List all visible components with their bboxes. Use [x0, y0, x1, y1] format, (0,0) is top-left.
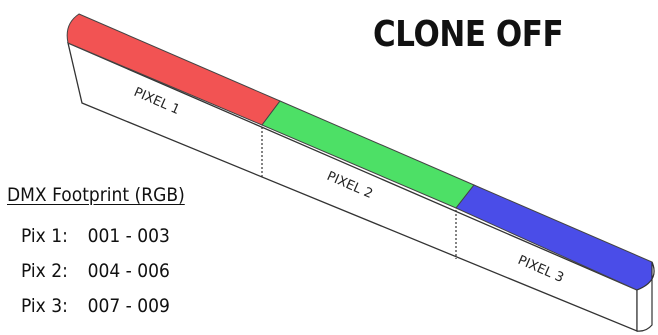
footprint-row: Pix 2: 004 - 006 [21, 260, 170, 282]
footprint-row: Pix 3: 007 - 009 [21, 295, 170, 317]
bar-end-cap [636, 261, 655, 332]
dmx-footprint-heading: DMX Footprint (RGB) [7, 184, 185, 206]
clone-mode-title: CLONE OFF [373, 14, 564, 55]
footprint-row: Pix 1: 001 - 003 [21, 225, 170, 247]
footprint-row-range: 001 - 003 [87, 225, 170, 247]
footprint-row-label: Pix 1: [21, 225, 68, 247]
pixel-1-top-surface [66, 13, 281, 126]
footprint-row-range: 004 - 006 [87, 260, 170, 282]
footprint-row-label: Pix 2: [21, 260, 68, 282]
footprint-row-range: 007 - 009 [87, 295, 170, 317]
footprint-row-label: Pix 3: [21, 295, 68, 317]
